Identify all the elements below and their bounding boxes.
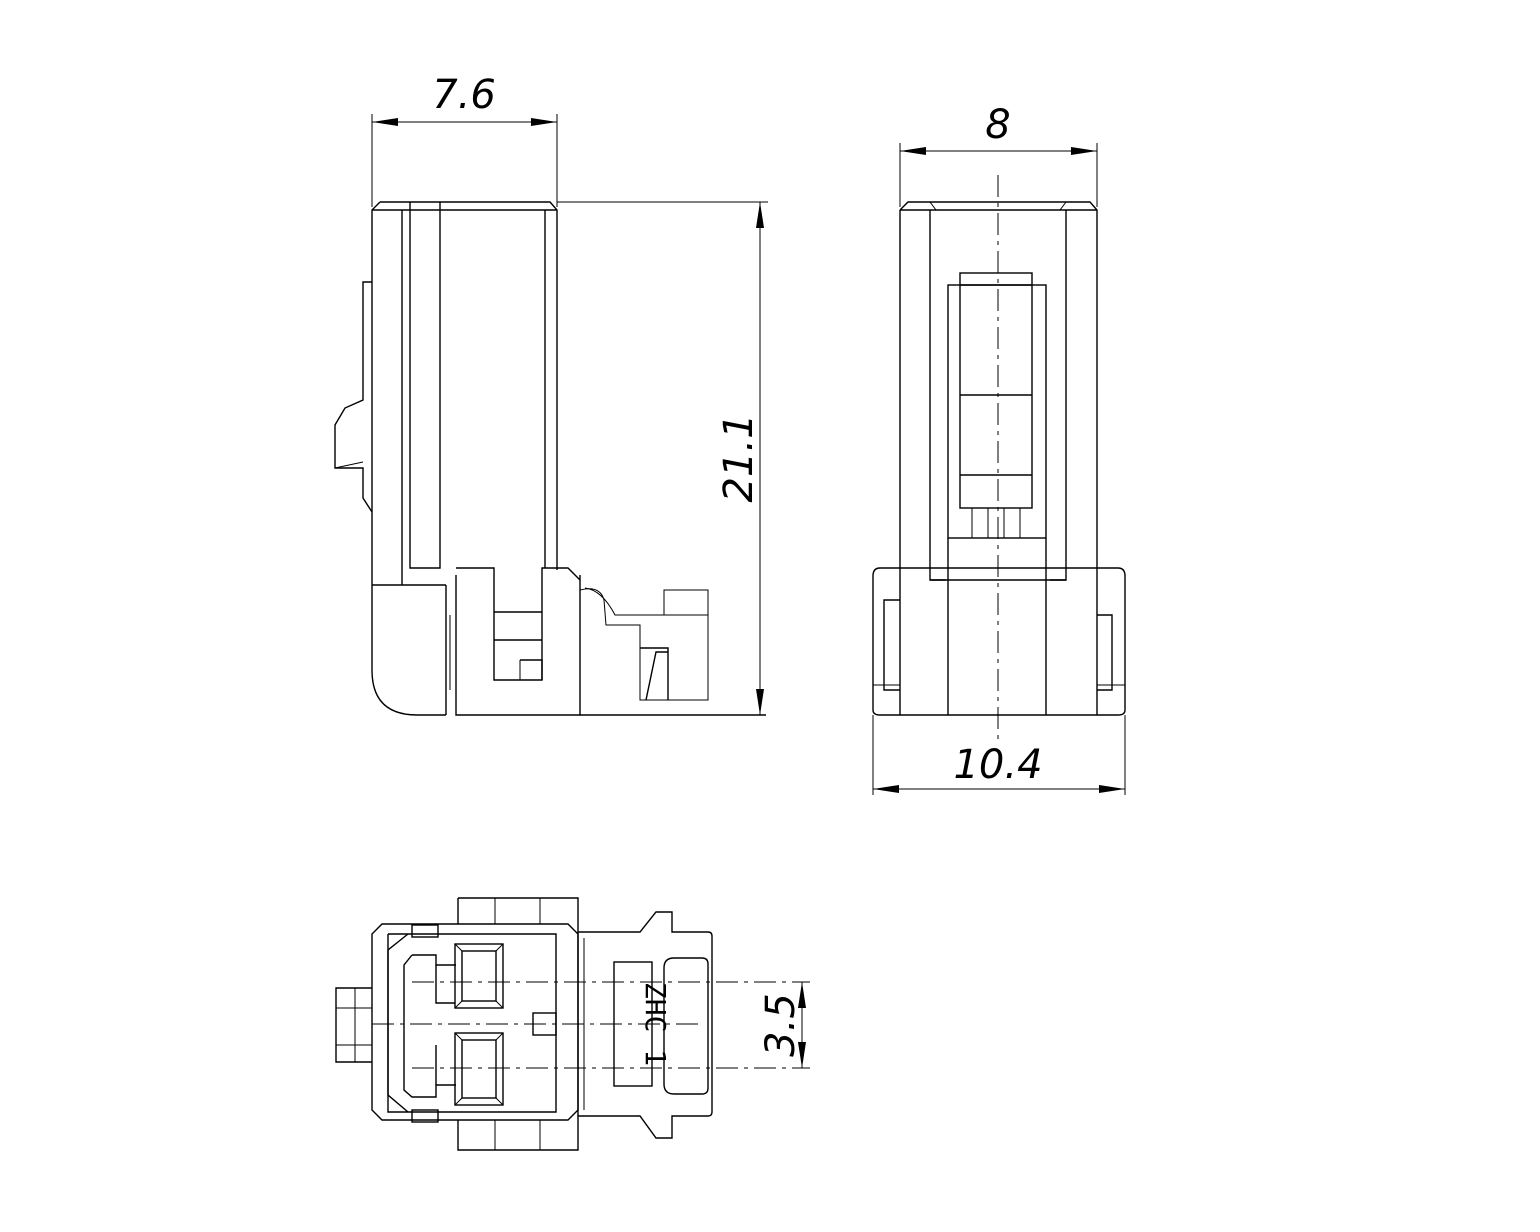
dim-front-top: 8 (985, 102, 1010, 148)
dim-pin-pitch: 3.5 (758, 993, 804, 1057)
top-view: ZHC 1 3.5 (335, 897, 810, 1151)
dim-front-bottom: 10.4 (953, 742, 1042, 788)
front-view: 8 10.4 (872, 102, 1126, 795)
dim-side-height: 21.1 (716, 413, 762, 502)
side-view: 7.6 21.1 (334, 72, 768, 716)
dim-side-width: 7.6 (432, 72, 496, 118)
